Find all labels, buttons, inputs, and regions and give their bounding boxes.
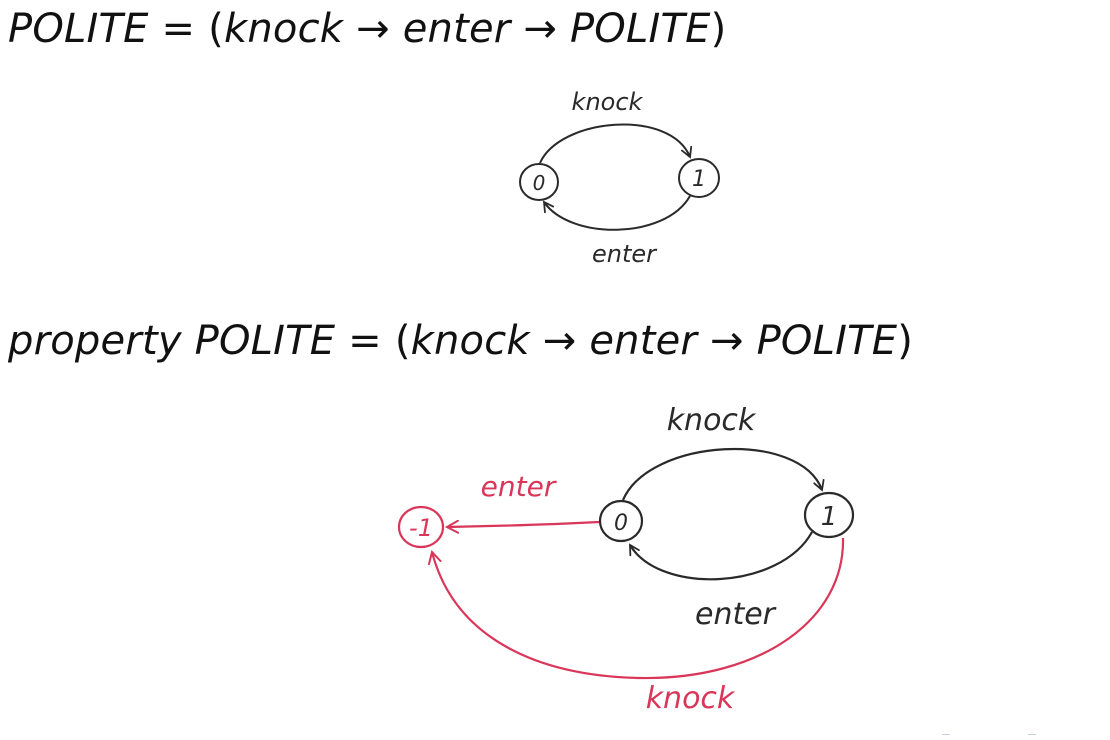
process-name-recursion: POLITE (756, 318, 898, 364)
state-0-node (519, 163, 559, 201)
error-transition-enter-label: enter (481, 470, 557, 503)
error-transition-knock-edge (432, 537, 845, 680)
equals-sign: = (348, 318, 382, 364)
action-knock: knock (223, 6, 344, 52)
transition-enter-edge (542, 195, 691, 231)
process-name: POLITE (194, 318, 336, 364)
close-paren: ) (897, 318, 914, 364)
transition-enter-edge (629, 531, 813, 581)
state-1-label: 1 (692, 167, 706, 192)
process-name: POLITE (8, 6, 149, 52)
polite-formula: POLITE = (knock → enter → POLITE) (8, 6, 726, 52)
transition-enter-label: enter (695, 597, 777, 632)
state-error-node (397, 505, 445, 549)
arrow-icon: → (523, 6, 558, 52)
process-name-recursion: POLITE (569, 6, 711, 52)
state-1-node (803, 491, 855, 539)
transition-knock-edge (621, 447, 825, 501)
state-error-label: -1 (409, 514, 433, 542)
nav-mark[interactable] (942, 734, 950, 738)
transition-enter-label: enter (592, 240, 658, 268)
open-paren: ( (208, 6, 224, 52)
open-paren: ( (394, 318, 411, 364)
action-knock: knock (410, 318, 530, 364)
arrow-icon: → (356, 6, 390, 52)
arrow-icon: → (709, 318, 744, 364)
error-transition-knock-label: knock (646, 681, 736, 716)
action-enter: enter (589, 318, 698, 364)
transition-knock-label: knock (667, 403, 757, 438)
equals-sign: = (161, 6, 196, 52)
error-transition-enter-edge (447, 522, 600, 527)
property-polite-formula: property POLITE = (knock → enter → POLIT… (8, 318, 913, 364)
state-1-node (678, 158, 720, 198)
property-keyword: property (8, 318, 182, 364)
transition-knock-edge (539, 123, 693, 164)
state-0-node (598, 499, 644, 543)
state-1-label: 1 (821, 502, 838, 532)
diagram-property-polite: -1 0 1 knock enter enter knock (397, 403, 855, 716)
state-0-label: 0 (614, 511, 628, 536)
diagram-polite: 0 1 knock enter (519, 88, 720, 268)
arrow-icon: → (542, 318, 577, 364)
transition-knock-label: knock (572, 88, 644, 116)
action-enter: enter (402, 6, 511, 52)
close-paren: ) (710, 6, 727, 52)
nav-mark[interactable] (1028, 734, 1036, 738)
state-0-label: 0 (533, 171, 546, 195)
